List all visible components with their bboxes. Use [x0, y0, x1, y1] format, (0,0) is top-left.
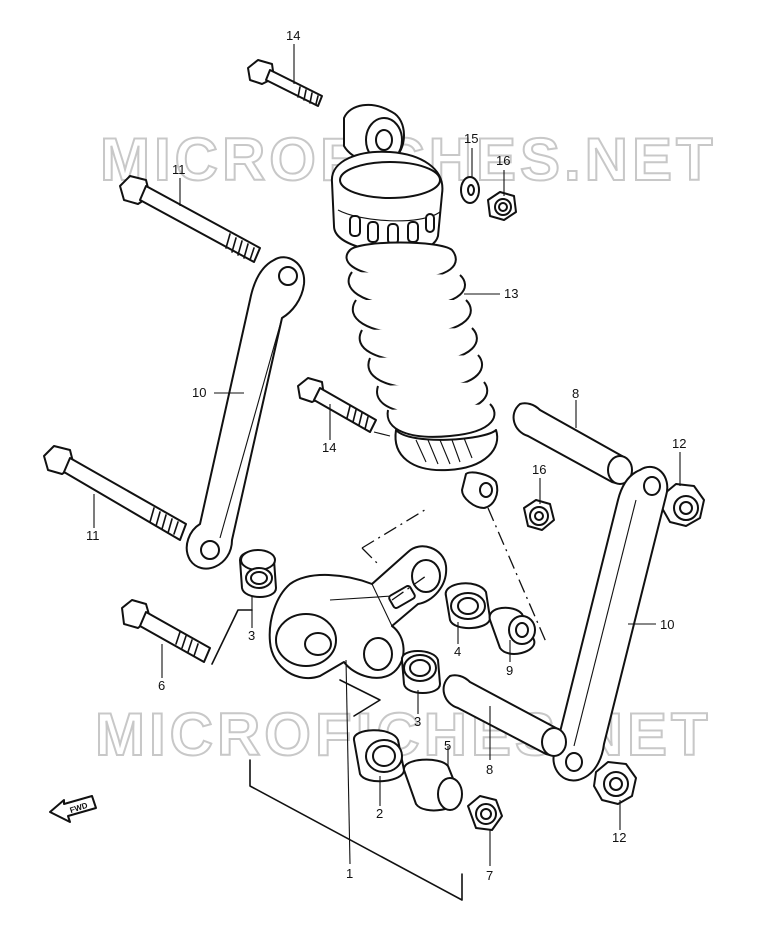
spacer-8-lower — [442, 674, 567, 757]
bolt-11-upper — [119, 175, 261, 263]
callout-4: 4 — [454, 644, 461, 659]
bearing-4 — [444, 582, 491, 629]
callout-13: 13 — [504, 286, 518, 301]
callout-7: 7 — [486, 868, 493, 883]
fwd-arrow-badge: FWD — [49, 795, 97, 823]
callout-10-right: 10 — [660, 617, 674, 632]
bearing-2 — [353, 729, 405, 783]
bearing-3-lower — [401, 650, 441, 694]
nut-12-lower — [593, 761, 637, 805]
callout-11-upper: 11 — [172, 162, 186, 177]
callout-labels: 14 15 16 11 13 10 14 8 12 16 11 10 3 4 9… — [86, 28, 686, 883]
bolt-14-middle — [297, 377, 377, 433]
watermark-bottom: MICROFICHES.NET — [95, 701, 712, 768]
assembly-lines — [211, 507, 547, 717]
callout-16-top: 16 — [496, 153, 510, 168]
callout-11-lower: 11 — [86, 528, 100, 543]
nut-16-middle — [523, 499, 555, 531]
callout-15: 15 — [464, 131, 478, 146]
callout-1: 1 — [346, 866, 353, 881]
washer-15 — [460, 176, 480, 204]
bearing-3-upper — [239, 549, 277, 598]
nut-12-upper — [661, 483, 705, 527]
callout-3-upper: 3 — [248, 628, 255, 643]
callout-10-left: 10 — [192, 385, 206, 400]
cushion-lever — [268, 545, 448, 679]
callout-2: 2 — [376, 806, 383, 821]
nut-7 — [467, 795, 503, 831]
callout-16-middle: 16 — [532, 462, 546, 477]
callout-9: 9 — [506, 663, 513, 678]
bolt-6 — [121, 599, 211, 663]
shock-absorber-13 — [330, 103, 499, 509]
leader-lines — [93, 44, 681, 866]
bolt-11-lower — [43, 445, 187, 541]
cushion-rod-10-left — [185, 256, 306, 570]
sleeve-9 — [488, 606, 536, 655]
callout-14-middle: 14 — [322, 440, 336, 455]
callout-12-upper: 12 — [672, 436, 686, 451]
callout-6: 6 — [158, 678, 165, 693]
bolt-14-top — [247, 59, 323, 107]
callout-12-lower: 12 — [612, 830, 626, 845]
callout-8-lower: 8 — [486, 762, 493, 777]
callout-14-top: 14 — [286, 28, 300, 43]
callout-8-upper: 8 — [572, 386, 579, 401]
cushion-rod-10-right — [552, 466, 669, 782]
callout-3-lower: 3 — [414, 714, 421, 729]
bracket-1 — [249, 759, 463, 901]
spacer-5 — [403, 758, 463, 812]
nut-16-top — [487, 191, 517, 221]
callout-5: 5 — [444, 738, 451, 753]
